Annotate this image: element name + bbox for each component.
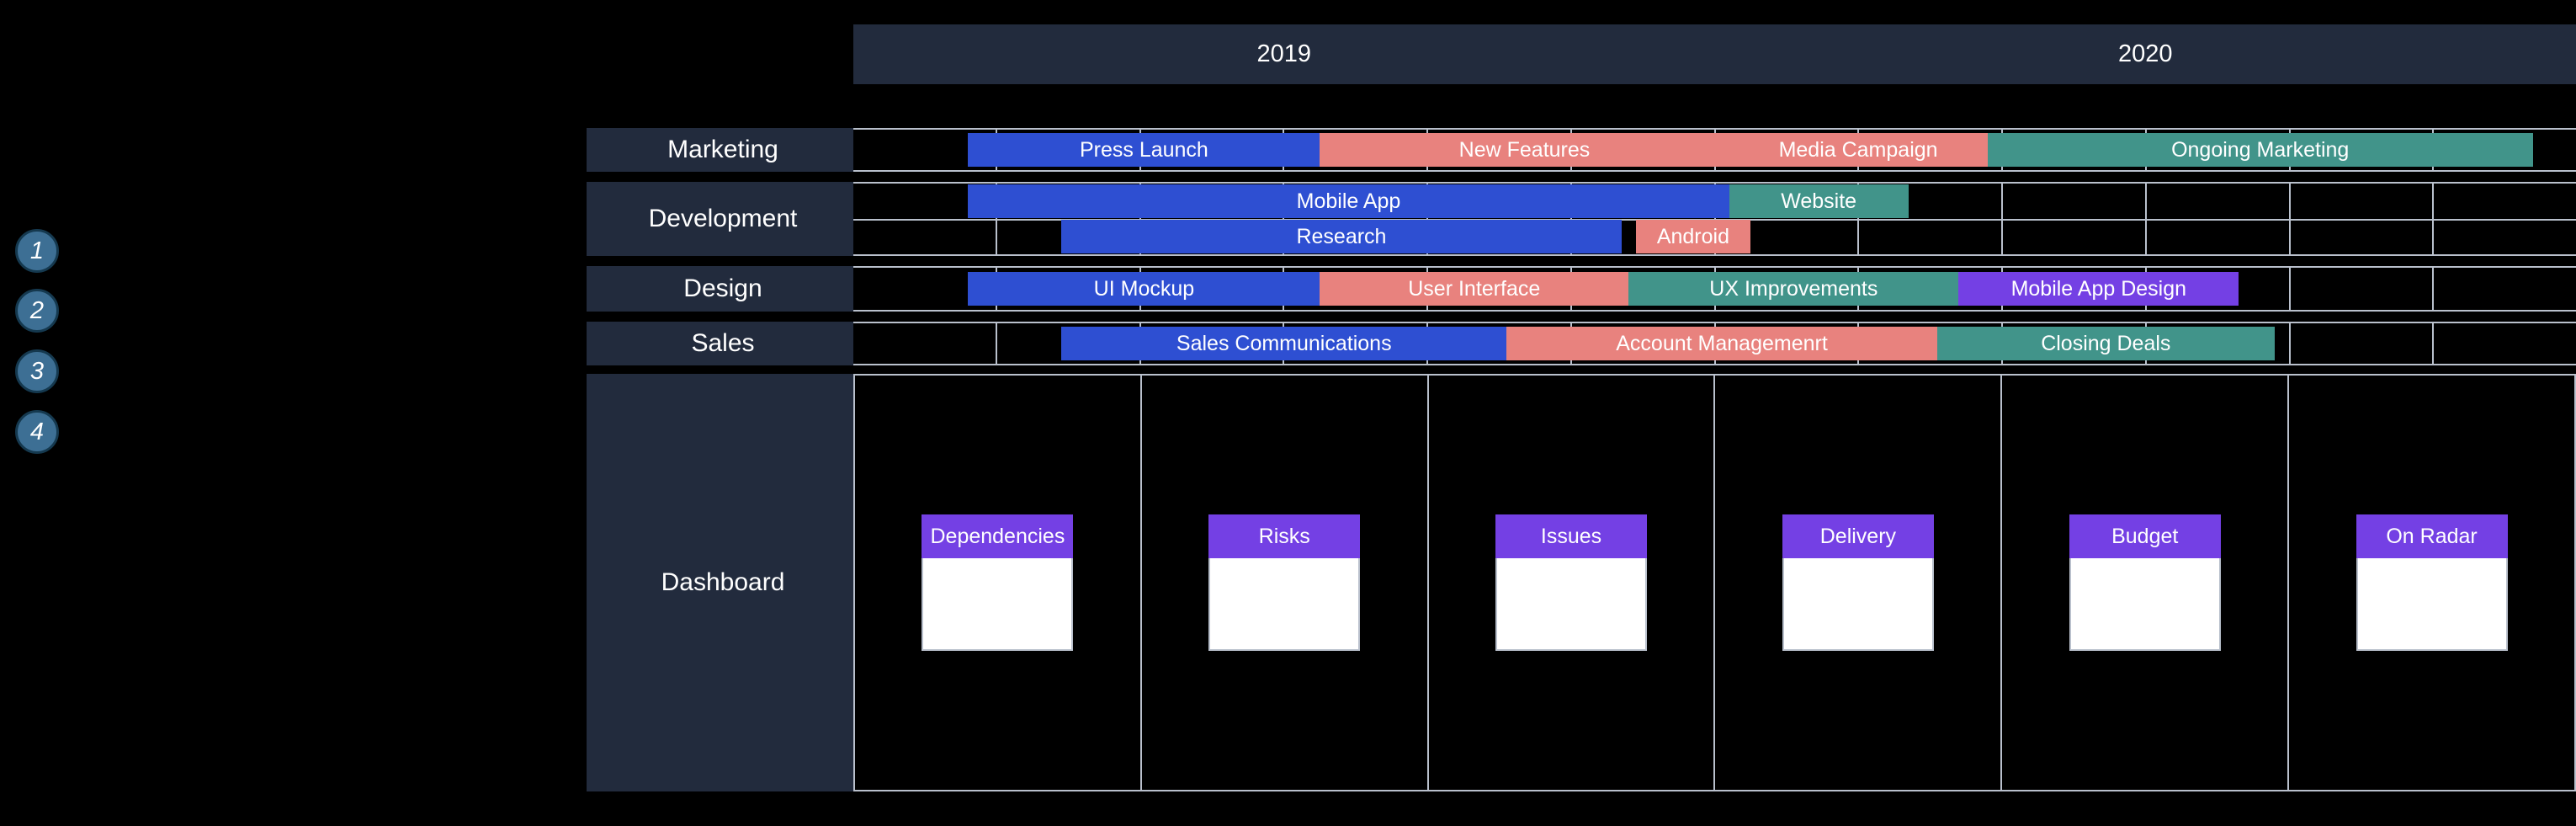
gantt-subrow: Research Android: [853, 219, 2576, 254]
dashboard-column: Delivery: [1715, 376, 2003, 790]
dashboard-card-title: Issues: [1495, 514, 1648, 558]
row-label-dashboard-text: Dashboard: [661, 568, 785, 596]
row-label-dashboard: Dashboard: [587, 374, 859, 791]
row-label-sales-text: Sales: [691, 329, 755, 357]
step-badge-1: 1: [15, 229, 59, 273]
gantt-bar[interactable]: Closing Deals: [1936, 327, 2275, 360]
gantt-bar[interactable]: Mobile App: [968, 184, 1729, 218]
dashboard-column: Issues: [1429, 376, 1716, 790]
gantt-bar[interactable]: UX Improvements: [1628, 272, 1959, 306]
gantt-bar[interactable]: Sales Communications: [1061, 327, 1507, 360]
row-label-sales: Sales: [587, 322, 859, 365]
step-badge-4: 4: [15, 410, 59, 454]
step-badge-2: 2: [15, 289, 59, 333]
dashboard-column: Risks: [1142, 376, 1429, 790]
dashboard-card-on-radar[interactable]: On Radar: [2356, 514, 2508, 651]
gantt-bar[interactable]: UI Mockup: [968, 272, 1320, 306]
year-label-2019: 2019: [1256, 40, 1311, 67]
dashboard-card-title: Delivery: [1782, 514, 1934, 558]
gantt-bar[interactable]: User Interface: [1320, 272, 1629, 306]
dashboard-card-issues[interactable]: Issues: [1495, 514, 1648, 651]
gantt-bar[interactable]: Press Launch: [968, 133, 1320, 167]
step-badge-3: 3: [15, 349, 59, 393]
gantt-bar[interactable]: Android: [1635, 220, 1751, 253]
gantt-bar[interactable]: Media Campaign: [1729, 133, 1988, 167]
row-label-development: Development: [587, 182, 859, 256]
dashboard-card-body[interactable]: [922, 558, 1074, 651]
row-label-development-text: Development: [648, 205, 798, 232]
dashboard-column: Budget: [2002, 376, 2290, 790]
dashboard-card-title: Dependencies: [922, 514, 1074, 558]
dashboard-card-body[interactable]: [2069, 558, 2221, 651]
gantt-bar[interactable]: Research: [1061, 220, 1622, 253]
dashboard-card-body[interactable]: [1495, 558, 1648, 651]
dashboard-card-risks[interactable]: Risks: [1208, 514, 1361, 651]
dashboard-column: On Radar: [2289, 376, 2574, 790]
timeline-year-header: 2019 2020: [853, 24, 2576, 84]
gantt-bar[interactable]: Account Managemenrt: [1506, 327, 1937, 360]
dashboard-card-budget[interactable]: Budget: [2069, 514, 2221, 651]
dashboard-card-title: On Radar: [2356, 514, 2508, 558]
row-label-design-text: Design: [683, 274, 762, 302]
dashboard-card-title: Budget: [2069, 514, 2221, 558]
dashboard-card-body[interactable]: [1782, 558, 1934, 651]
row-label-design: Design: [587, 266, 859, 312]
dashboard-card-dependencies[interactable]: Dependencies: [922, 514, 1074, 651]
dashboard-column: Dependencies: [855, 376, 1142, 790]
row-label-marketing-text: Marketing: [667, 136, 778, 163]
year-label-2020: 2020: [2117, 40, 2173, 67]
dashboard-card-body[interactable]: [2356, 558, 2508, 651]
dashboard-card-delivery[interactable]: Delivery: [1782, 514, 1934, 651]
dashboard-card-title: Risks: [1208, 514, 1361, 558]
gantt-bar[interactable]: Website: [1729, 184, 1909, 218]
dashboard-lane: Dependencies Risks Issues Delivery Budget On …: [853, 374, 2576, 791]
row-label-marketing: Marketing: [587, 128, 859, 172]
gantt-bar[interactable]: Ongoing Marketing: [1987, 133, 2533, 167]
dashboard-card-body[interactable]: [1208, 558, 1361, 651]
gantt-bar[interactable]: Mobile App Design: [1958, 272, 2239, 306]
gantt-bar[interactable]: New Features: [1320, 133, 1729, 167]
